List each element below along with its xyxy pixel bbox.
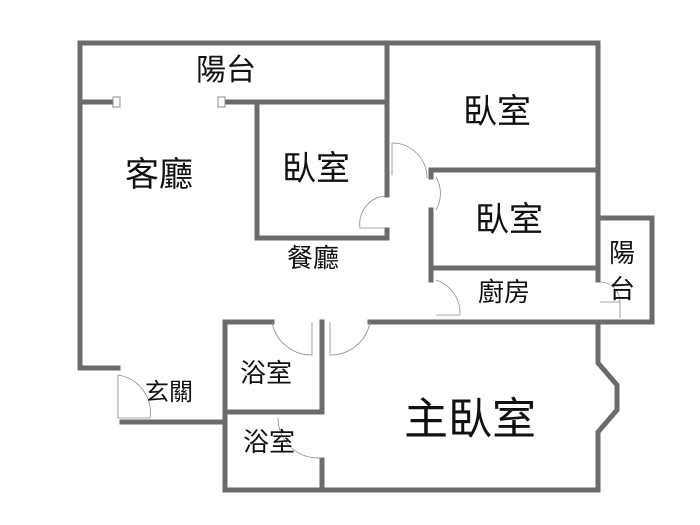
doors bbox=[117, 142, 621, 459]
door-swing bbox=[277, 417, 322, 459]
wall-bath-divider bbox=[222, 319, 325, 415]
wall-bath-left bbox=[222, 319, 620, 493]
room-label-bathroom-lower: 浴室 bbox=[243, 428, 296, 458]
room-label-balcony-right: 陽台 bbox=[609, 239, 636, 305]
room-label-bedroom-top-right: 臥室 bbox=[463, 92, 531, 132]
room-label-balcony-top: 陽台 bbox=[196, 53, 256, 88]
wall-outer-top bbox=[77, 40, 601, 221]
room-label-bathroom-upper: 浴室 bbox=[240, 359, 293, 389]
columns bbox=[112, 96, 226, 108]
room-label-kitchen: 廚房 bbox=[478, 278, 531, 308]
room-label-master-bedroom: 主臥室 bbox=[404, 394, 536, 445]
door-swing bbox=[391, 142, 428, 179]
walls bbox=[77, 40, 655, 493]
door-swing bbox=[435, 176, 441, 211]
door-swing bbox=[117, 374, 151, 419]
wall-balcony-right-outline bbox=[367, 215, 655, 325]
room-label-bedroom-right: 臥室 bbox=[475, 200, 543, 240]
window-post bbox=[217, 96, 226, 108]
door-swing bbox=[329, 321, 371, 356]
room-label-living-room: 客廳 bbox=[125, 155, 193, 195]
door-swing bbox=[359, 195, 386, 229]
wall-bedroom-middle bbox=[254, 99, 390, 241]
door-swing bbox=[599, 281, 621, 318]
wall-outer-left bbox=[77, 40, 121, 371]
room-label-entrance: 玄關 bbox=[145, 378, 193, 406]
door-swing bbox=[435, 279, 461, 316]
room-label-bedroom-middle: 臥室 bbox=[282, 149, 350, 189]
door-swing bbox=[271, 321, 313, 356]
room-label-dining-room: 餐廳 bbox=[287, 244, 340, 274]
window-post bbox=[112, 96, 121, 108]
